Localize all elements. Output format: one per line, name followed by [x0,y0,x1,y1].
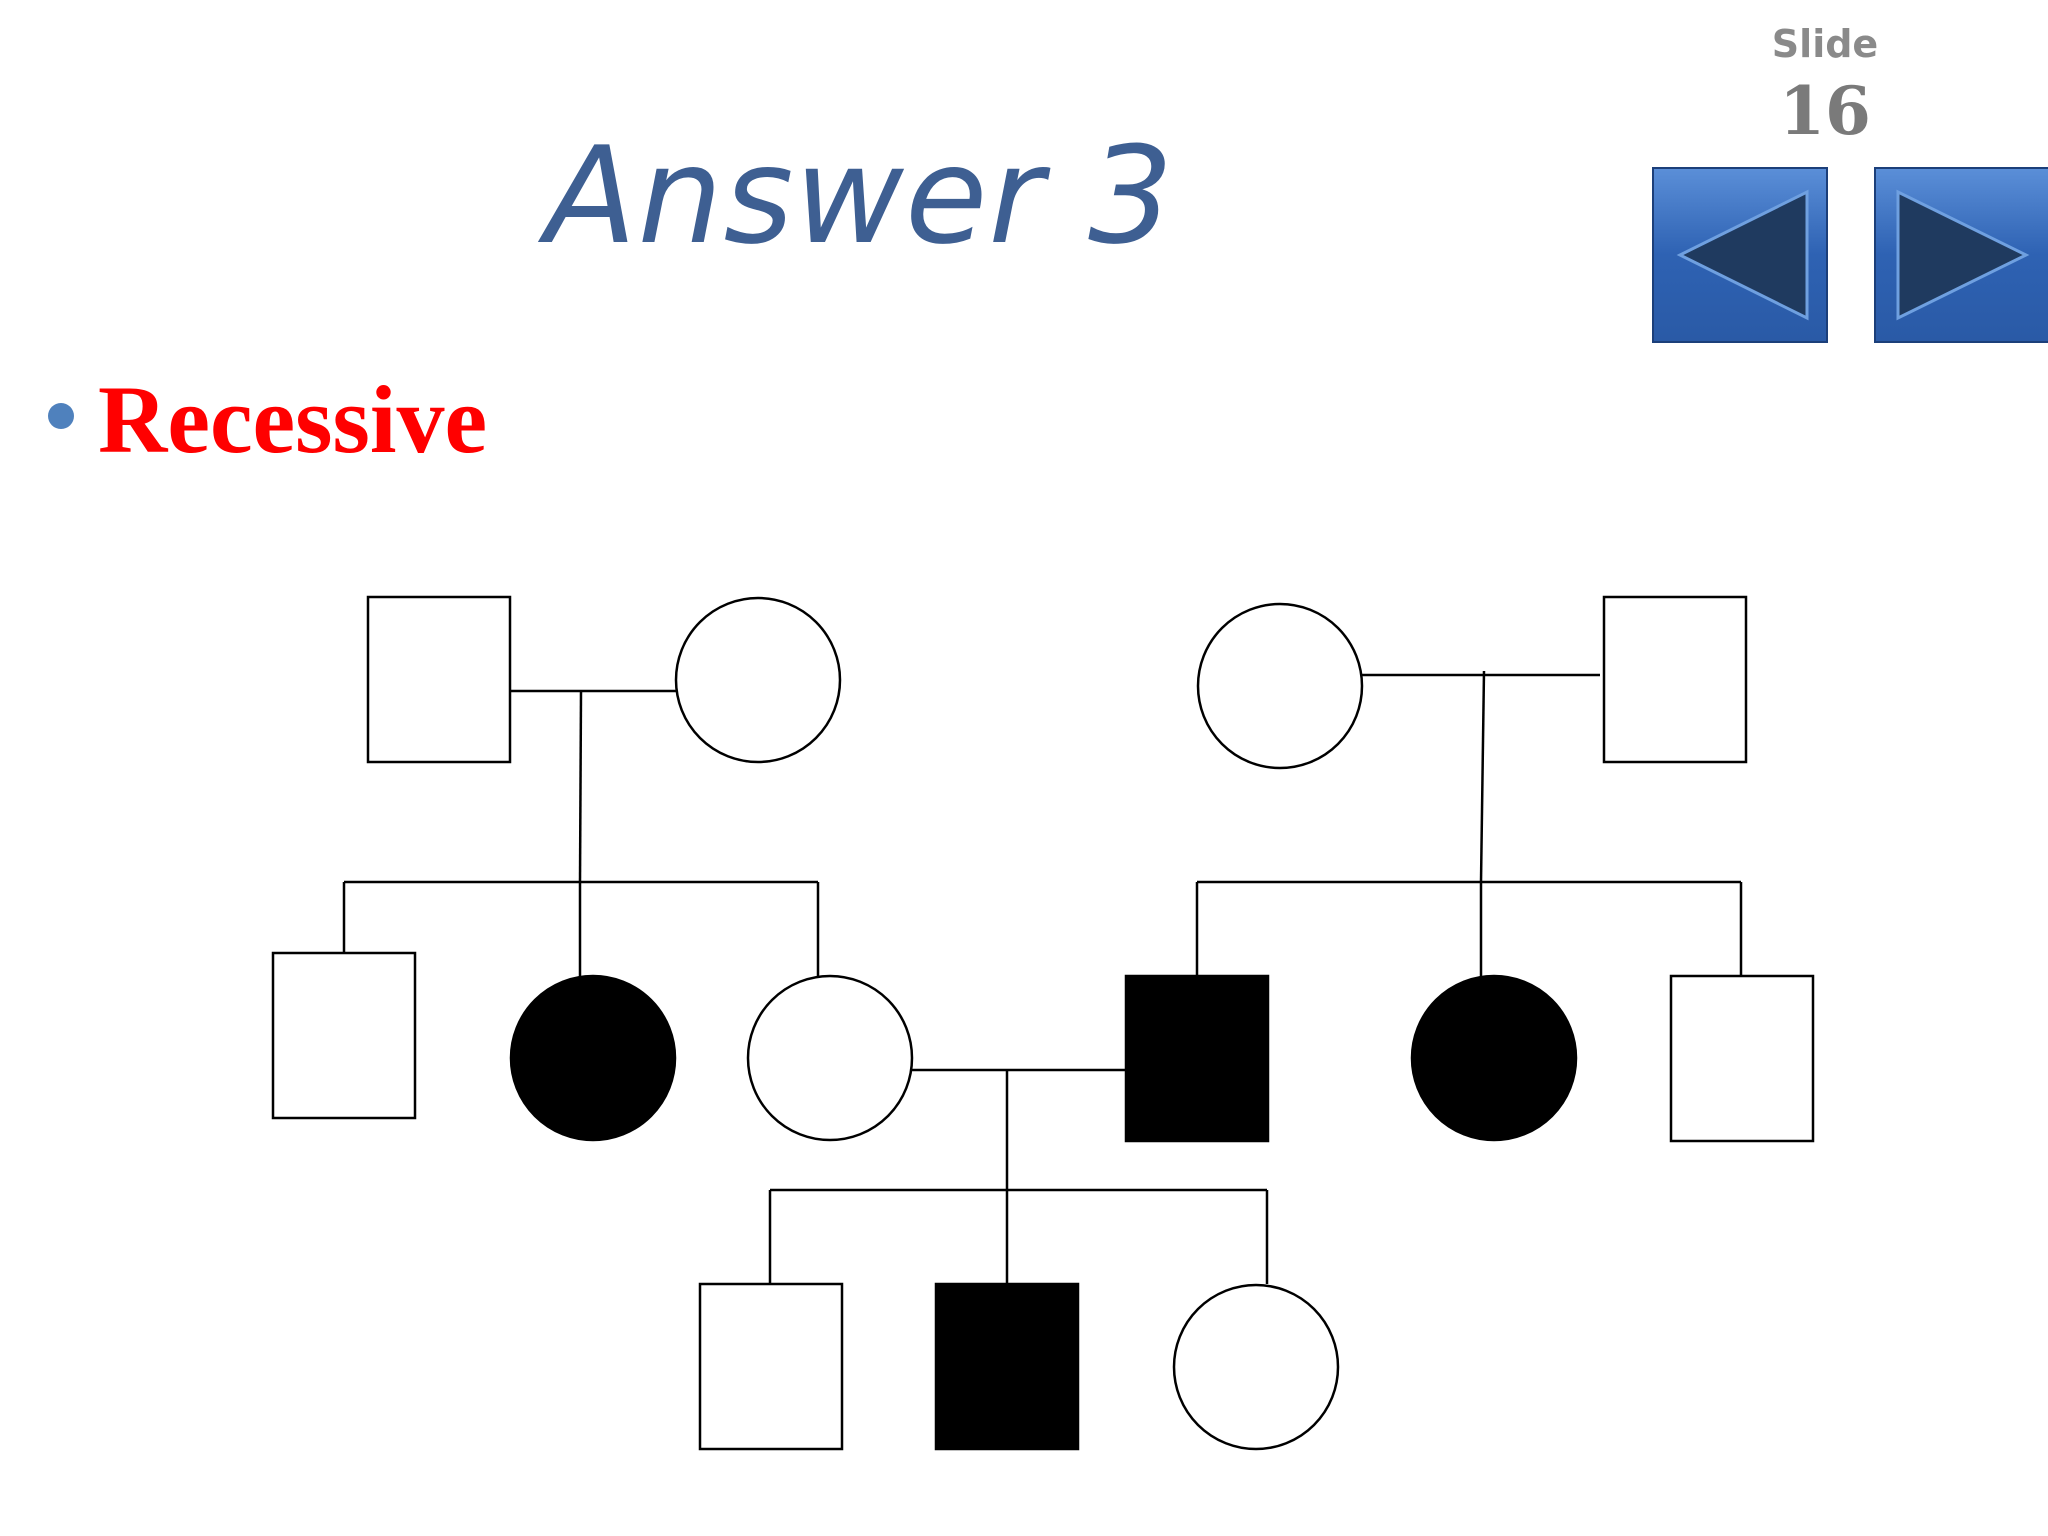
slide-label: Slide [1771,22,1879,66]
individual-male-unaffected [271,951,417,1120]
pedigree-lines [342,670,1743,1284]
individual-female-unaffected [1196,602,1364,770]
individual-male-unaffected [698,1282,844,1451]
triangle-right-icon [1874,167,2048,343]
individual-male-affected [934,1282,1080,1451]
individual-female-unaffected [746,974,914,1142]
bullet-dot [48,403,74,429]
bullet-text: Recessive [98,366,488,473]
generation-3 [698,1282,1340,1451]
descent-line-left [578,690,583,883]
individual-male-unaffected [1669,974,1815,1143]
individual-female-affected [1410,974,1578,1142]
nav-next-button[interactable] [1874,167,2048,343]
triangle-left-icon [1652,167,1828,343]
descent-line-right [1479,670,1486,883]
individual-male-unaffected [1602,595,1748,764]
page-title: Answer 3 [545,118,1175,274]
individual-female-unaffected [1172,1283,1340,1451]
slide-number: 16 [1779,72,1871,150]
individual-male-unaffected [366,595,512,764]
individual-female-affected [509,974,677,1142]
individual-female-unaffected [674,596,842,764]
generation-2 [271,951,1815,1143]
individual-male-affected [1124,974,1270,1143]
nav-prev-button[interactable] [1652,167,1828,343]
generation-1 [366,595,1748,770]
